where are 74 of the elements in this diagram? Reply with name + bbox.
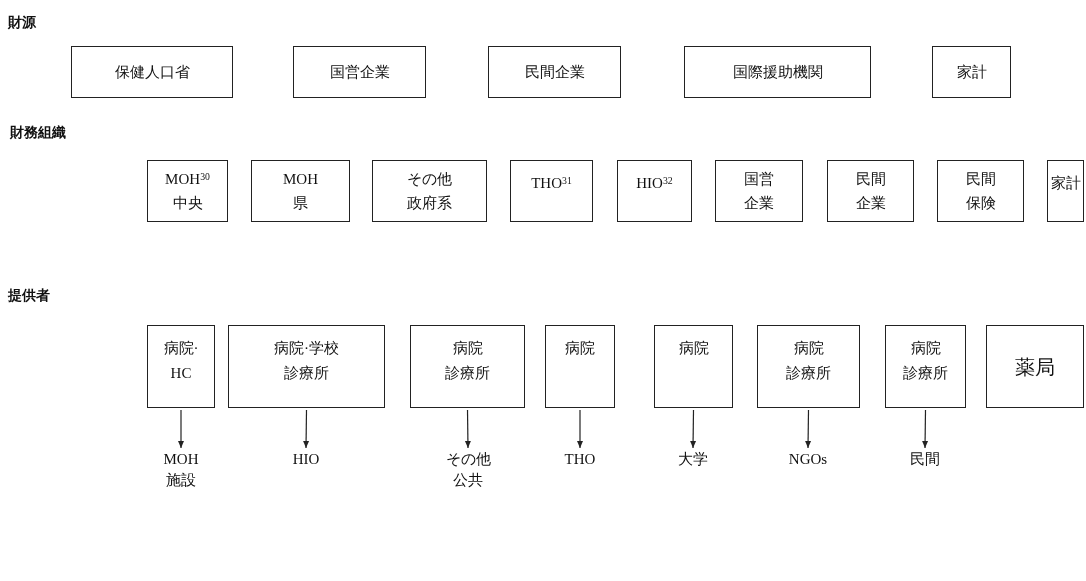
node-text: 県 (293, 195, 308, 212)
entity-box (147, 160, 228, 222)
node-text: 公共 (453, 471, 483, 488)
node-text: MOH (283, 170, 318, 187)
node-text: 診療所 (445, 364, 490, 381)
entity-box (1047, 160, 1084, 222)
node-text: 病院 (910, 340, 941, 357)
node-text: NGOs (788, 451, 828, 468)
arrow (464, 409, 471, 449)
entity-box (986, 325, 1084, 408)
node-text: 病院 (678, 340, 709, 357)
node-text: HIO$^{32}$ (636, 175, 673, 192)
node-text: 企業 (744, 195, 774, 212)
node-text: MOH$^{30}$ (165, 170, 210, 187)
entity-box (372, 160, 487, 222)
node-text: 診療所 (284, 364, 329, 381)
node-text: HC (170, 364, 192, 381)
node-text: 国営 (744, 170, 774, 187)
node-text: 薬局 (1015, 355, 1055, 378)
node-text: 病院·学校 (274, 340, 339, 357)
node-text: 家計 (1050, 175, 1081, 192)
arrow (178, 409, 184, 449)
entity-box (71, 46, 233, 98)
section-label: 財源 (8, 14, 36, 32)
node-text: 保健人口省 (114, 63, 190, 81)
node-text: 民間企業 (524, 63, 585, 81)
arrow (303, 409, 310, 449)
entity-box (757, 325, 860, 408)
entity-box (715, 160, 803, 222)
node-text: 病院 (565, 340, 595, 357)
entity-box (510, 160, 593, 222)
entity-box (684, 46, 871, 98)
node-text: 国営企業 (329, 63, 390, 81)
node-text: 施設 (166, 471, 196, 488)
node-text: その他 (407, 170, 452, 187)
node-text: 病院 (793, 340, 824, 357)
entity-box (488, 46, 621, 98)
node-text: THO (564, 451, 596, 468)
section-label: 財務組織 (10, 124, 66, 142)
node-text: 病院 (452, 340, 483, 357)
node-text: 診療所 (786, 364, 831, 381)
arrow (690, 409, 697, 449)
entity-box (545, 325, 615, 408)
node-text: MOH (163, 451, 199, 468)
entity-box (827, 160, 914, 222)
node-text: 診療所 (903, 364, 948, 381)
entity-box (932, 46, 1011, 98)
node-text: 病院· (163, 340, 199, 357)
node-text: その他 (445, 451, 491, 468)
entity-box (410, 325, 525, 408)
node-text: 国際援助機関 (732, 63, 823, 81)
entity-box (654, 325, 733, 408)
node-text: 大学 (678, 451, 708, 468)
entity-box (617, 160, 692, 222)
entity-box (885, 325, 966, 408)
node-text: THO$^{31}$ (531, 175, 572, 192)
node-text: 民間 (855, 170, 886, 187)
node-text: 家計 (956, 63, 987, 81)
entity-box (147, 325, 215, 408)
entity-box (228, 325, 385, 408)
node-text: 政府系 (407, 195, 452, 212)
section-label: 提供者 (8, 287, 50, 305)
arrow (805, 409, 812, 449)
entity-box (251, 160, 350, 222)
node-text: 中央 (172, 195, 203, 212)
node-text: 企業 (855, 195, 886, 212)
node-text: HIO (292, 451, 320, 468)
arrow (922, 409, 929, 449)
entity-box (937, 160, 1024, 222)
entity-box (293, 46, 426, 98)
node-text: 保険 (965, 195, 996, 212)
node-text: 民間 (910, 451, 940, 468)
arrow (577, 409, 583, 449)
node-text: 民間 (965, 170, 996, 187)
